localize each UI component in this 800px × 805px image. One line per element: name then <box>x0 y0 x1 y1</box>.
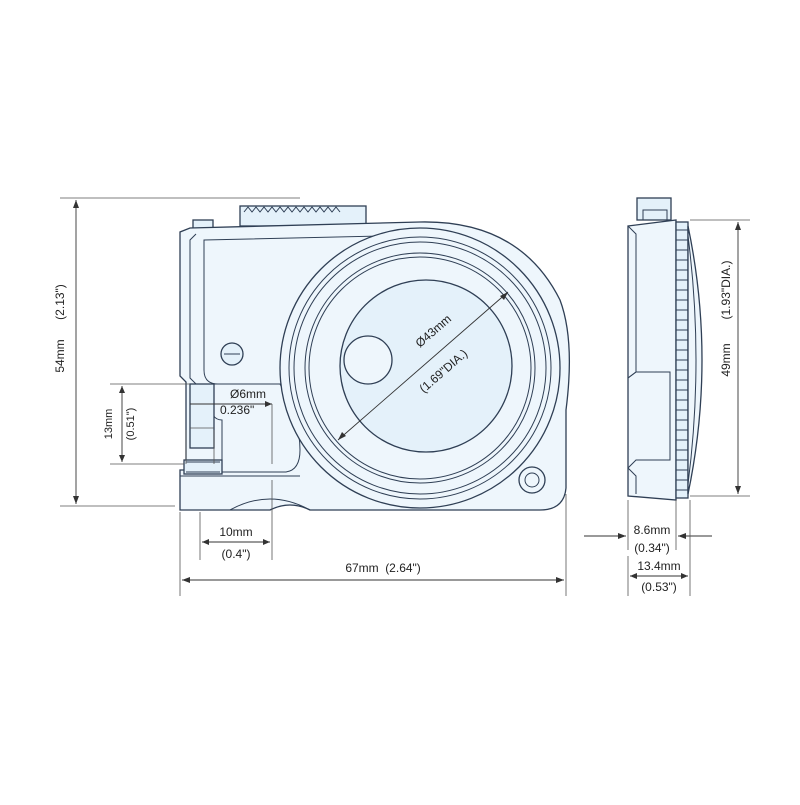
side-depth-mm-label: 13.4mm <box>637 559 680 573</box>
thumb-lock <box>192 205 367 231</box>
foot-in-label: (0.4") <box>222 547 251 561</box>
dim-hole: Ø6mm 0.236" <box>185 387 273 464</box>
foot-mm-label: 10mm <box>219 525 252 539</box>
knurled-edge <box>675 221 689 499</box>
side-height-mm-label: 49mm <box>719 343 733 376</box>
side-depth-in-label: (0.53") <box>641 580 677 594</box>
reel <box>279 227 561 509</box>
hook-post <box>189 383 215 449</box>
reel-hub <box>343 335 393 385</box>
height-in-label: (2.13") <box>53 284 67 320</box>
dim-side-depth: 13.4mm (0.53") <box>627 500 691 596</box>
dim-height: 54mm (2.13") <box>53 197 300 507</box>
dim-side-inner: 8.6mm (0.34") <box>584 500 712 555</box>
slot-in-label: (0.51") <box>125 408 137 441</box>
dim-side-height: 49mm (1.93"DIA.) <box>690 219 750 497</box>
height-mm-label: 54mm <box>53 339 67 372</box>
dim-width: 67mm (2.64") <box>179 494 567 596</box>
front-view <box>179 205 571 511</box>
lanyard-eyelet-icon <box>518 466 546 494</box>
width-mm-label: 67mm <box>345 561 378 575</box>
hole-in-label: 0.236" <box>220 403 254 417</box>
dim-slot: 13mm (0.51") <box>103 383 190 465</box>
dim-foot: 10mm (0.4") <box>199 480 273 561</box>
side-height-in-label: (1.93"DIA.) <box>719 261 733 320</box>
side-view <box>627 197 703 501</box>
side-inner-in-label: (0.34") <box>634 541 670 555</box>
hole-mm-label: Ø6mm <box>230 387 266 401</box>
width-in-label: (2.64") <box>385 561 421 575</box>
slot-mm-label: 13mm <box>103 409 115 440</box>
side-inner-mm-label: 8.6mm <box>634 523 671 537</box>
